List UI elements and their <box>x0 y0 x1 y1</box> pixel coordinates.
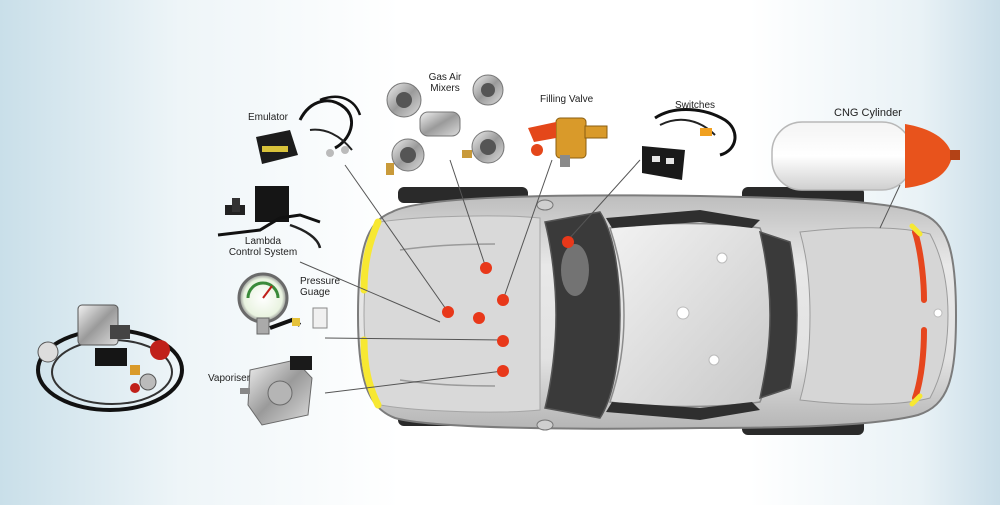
vaporiser-image <box>240 356 313 426</box>
label-cng-cylinder: CNG Cylinder <box>834 107 902 119</box>
label-lambda-control-system: Lambda Control System <box>228 236 298 258</box>
marker-lambda <box>473 312 485 324</box>
lambda-control-image <box>217 186 322 249</box>
gas-air-mixers-image <box>386 74 505 175</box>
filling-valve-image <box>528 117 608 167</box>
leader-lines <box>299 159 901 394</box>
marker-filling-valve <box>562 236 574 248</box>
emulator-image <box>256 95 362 164</box>
rear-windshield <box>758 230 798 400</box>
windshield <box>544 211 621 419</box>
side-window-right <box>606 402 760 420</box>
front-headlight-left <box>360 218 382 294</box>
component-markers <box>442 236 574 377</box>
marker-gas-air-mixers <box>480 262 492 274</box>
cng-cylinder-image <box>771 121 960 191</box>
trunk <box>799 227 949 405</box>
marker-filling-valve-line <box>497 294 509 306</box>
marker-vaporiser <box>497 365 509 377</box>
marker-pressure-gauge <box>497 335 509 347</box>
side-window-left <box>606 210 760 228</box>
front-headlight-right <box>360 336 382 409</box>
label-gas-air-mixers: Gas Air Mixers <box>428 72 462 94</box>
rear-light-left <box>912 229 927 303</box>
marker-emulator <box>442 306 454 318</box>
label-switches: Switches <box>675 100 716 111</box>
label-emulator: Emulator <box>248 112 289 123</box>
roof <box>609 222 775 408</box>
label-pressure-gauge: Pressure Guage <box>300 276 341 298</box>
switches-image <box>642 108 737 180</box>
label-filling-valve: Filling Valve <box>540 94 594 105</box>
pressure-gauge-image <box>237 272 328 335</box>
cng-kit-image <box>36 304 184 412</box>
label-vaporiser: Vaporiser <box>208 373 251 384</box>
rear-light-right <box>912 327 927 401</box>
